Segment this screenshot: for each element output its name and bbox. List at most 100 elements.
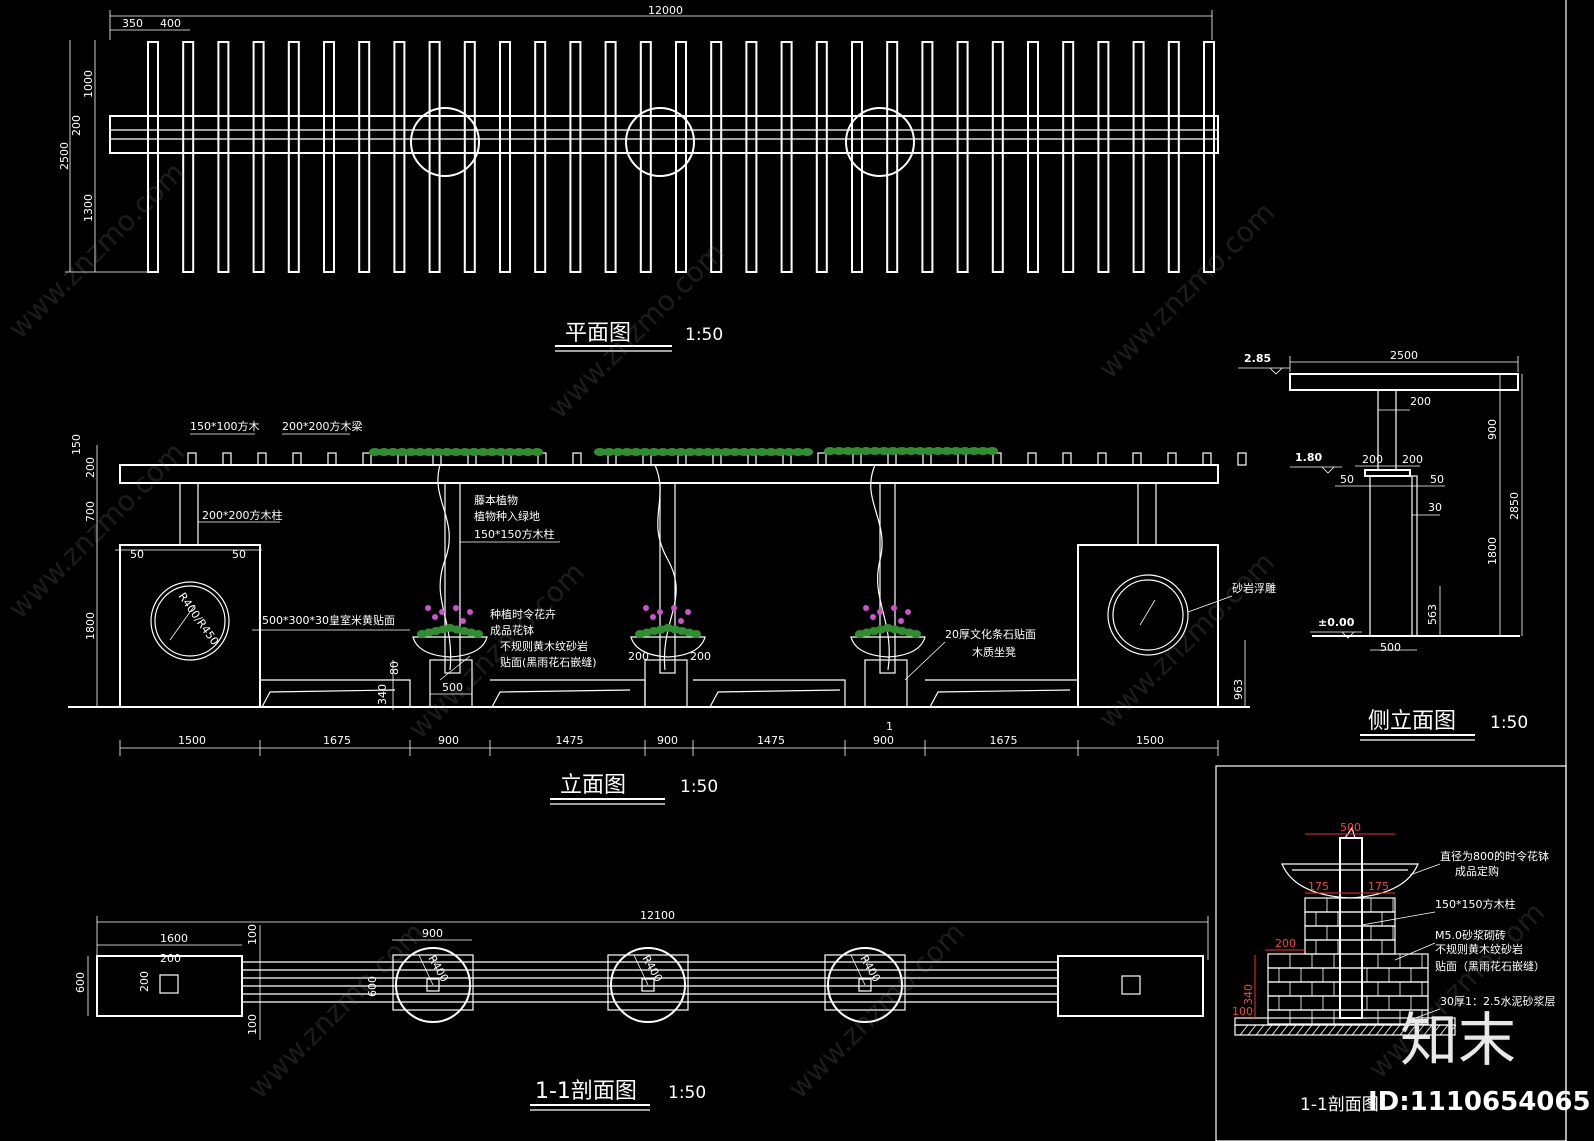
relief-circle-right [1107,574,1189,656]
section-dim-200a: 200 [160,952,181,965]
wm-8: www.znzmo.com [782,916,971,1105]
hatch-line [1351,1024,1361,1036]
plant-leaf [459,448,471,456]
plan-slat [1203,41,1215,273]
plan-slat [534,41,547,273]
label-post150: 150*150方木柱 [474,527,555,541]
plant-leaf [792,448,804,456]
plan-slat [182,41,195,273]
section-circle [610,947,686,1023]
plant-leaf [630,448,642,456]
elev-post-3 [879,482,896,674]
elev-bottom-dim: 1500 [178,734,206,747]
vine-3 [870,464,890,671]
planter-bowl [412,636,488,658]
plan-slat [639,41,652,273]
detail-dim-340: 340 [1242,984,1255,1005]
plant-leaf [486,448,498,456]
planter-flower [685,609,691,615]
elev-purlin [187,452,197,466]
elev-post-2 [659,482,676,674]
section-circles [392,947,906,1023]
detail-label-post: 150*150方木柱 [1435,897,1516,911]
elev-purlin [1202,452,1212,466]
elev-purlin [222,452,232,466]
section-dim-900: 900 [422,927,443,940]
plant-leaf [833,447,845,455]
label-stone1: 不规则黄木纹砂岩 [500,639,588,653]
side-elevation: 2500 200 200 200 50 50 30 563 500 900 28… [1238,349,1528,741]
planter-flower [905,609,911,615]
plant-leaf [851,447,863,455]
wm-1: www.znzmo.com [2,156,191,345]
plant-leaf [441,448,453,456]
plant-leaf [977,447,989,455]
brand-logo: 知末 [1400,1006,1516,1074]
brick-row [1304,897,1396,913]
elev-wall-left [119,544,261,708]
side-level-180: 1.80 [1295,451,1322,464]
label-tile: 500*300*30皇室米黄贴面 [262,613,395,627]
planter-flower [891,605,897,611]
side-dim-2850: 2850 [1508,492,1521,520]
plant-leaf [612,448,624,456]
planter-leaf [911,630,921,638]
hatch-line [1255,1024,1265,1036]
label-flower1: 种植时令花卉 [490,607,556,621]
section-circle [827,947,903,1023]
elev-purlin [817,452,827,466]
vine-2 [654,464,677,671]
section-post [426,978,440,992]
side-dim-1800: 1800 [1486,537,1499,565]
hatch-line [1239,1024,1249,1036]
hatch-line [1423,1024,1433,1036]
plan-dim-2500: 2500 [58,142,71,170]
label-purlin: 150*100方木 [190,419,260,433]
plant-leaf [747,448,759,456]
hatch-line [1295,1024,1305,1036]
side-dim-500: 500 [1380,641,1401,654]
plant-leaf [878,447,890,455]
side-dim-2500: 2500 [1390,349,1418,362]
elev-bottom-dim: 1475 [757,734,785,747]
plant-leaf [783,448,795,456]
plant-leaf [495,448,507,456]
planter-flower [467,609,473,615]
label-beam: 200*200方木梁 [282,419,363,433]
elev-d200b: 200 [690,650,711,663]
label-vine2: 植物种入绿地 [474,509,540,523]
plant-leaf [522,448,534,456]
section-right-block [1057,955,1204,1017]
plant-leaf [950,447,962,455]
elev-purlin [362,452,372,466]
elev-post-left [179,482,199,546]
elev-purlin [327,452,337,466]
plant-leaf [968,447,980,455]
plant-leaf [423,448,435,456]
detail-dim-175a: 175 [1308,880,1329,893]
elev-bottom-dim: 1475 [556,734,584,747]
plant-leaf [594,448,606,456]
plan-dim-b: 400 [160,17,181,30]
section-r400c: R400 [857,953,883,984]
plan-slat [147,41,159,273]
plant-leaf [711,448,723,456]
plan-slat [1027,41,1039,273]
elev-r450: R400/R450 [176,590,222,647]
detail-bricks [1267,897,1429,1025]
section-base [392,954,474,1011]
hatch-line [1247,1024,1257,1036]
elev-purlin [1062,452,1072,466]
brick-row [1304,911,1396,927]
bench-2 [490,679,646,707]
label-culture: 20厚文化条石贴面 [945,627,1036,641]
detail-dim-200: 200 [1275,937,1296,950]
section-post [858,978,872,992]
plan-slat [499,41,511,273]
hatch-line [1439,1024,1449,1036]
section-boards [242,961,1058,1003]
plan-slat [1132,41,1145,273]
section-radius [850,954,866,986]
planter-leaf [473,630,483,638]
side-dim-200: 200 [1410,395,1431,408]
